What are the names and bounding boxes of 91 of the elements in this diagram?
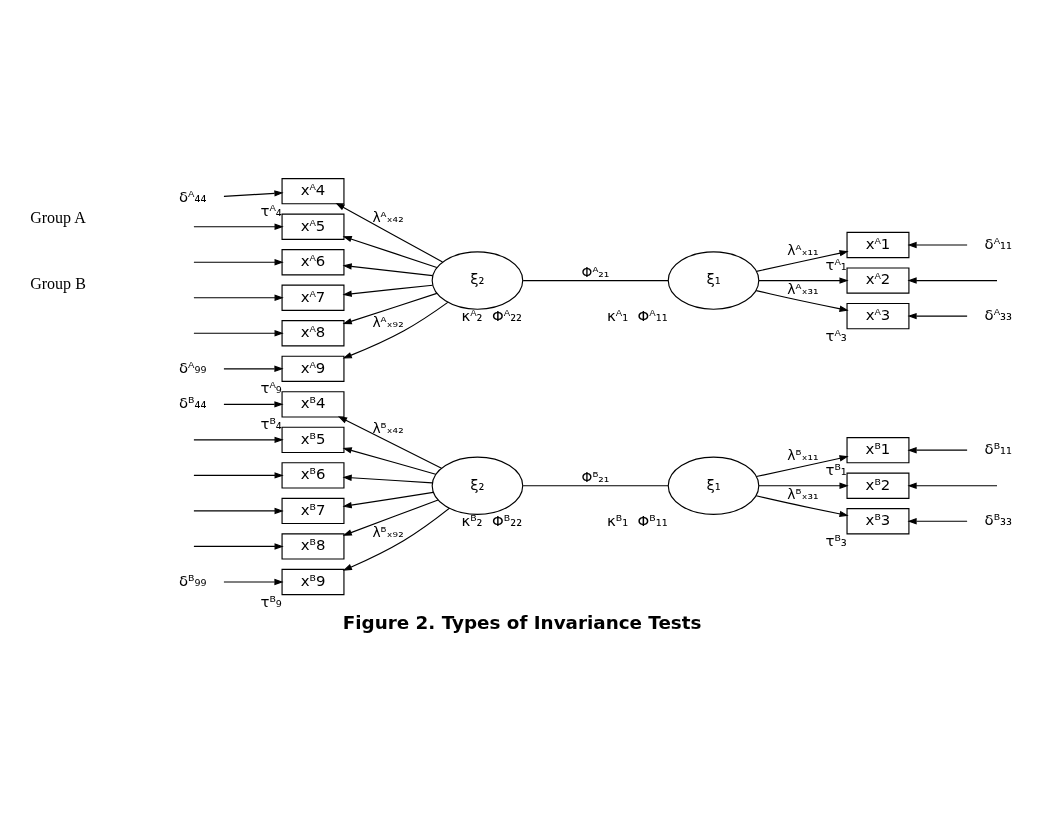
node-box: xᴮ1	[846, 436, 910, 463]
edge-label: λᴮₓ₉₂	[372, 523, 404, 540]
node-label: κᴬ₁ Φᴬ₁₁	[607, 306, 668, 325]
node-box: xᴬ4	[281, 177, 345, 204]
node-box: xᴬ8	[281, 319, 345, 346]
edge-label: λᴬₓ₁₁	[787, 241, 819, 258]
arrow	[755, 249, 849, 272]
node-box: xᴮ5	[281, 426, 345, 453]
arrow	[342, 498, 439, 536]
arrow	[342, 262, 434, 276]
arrow	[755, 289, 849, 312]
connector	[522, 484, 669, 486]
node-box: xᴮ9	[281, 568, 345, 595]
arrow	[193, 258, 284, 265]
node-label: τᴬ₄	[260, 201, 282, 220]
node-box: xᴬ7	[281, 284, 345, 311]
node-ellipse: ξ₁	[667, 456, 760, 515]
arrow	[193, 471, 284, 479]
arrow	[193, 223, 284, 230]
node-text: δᴮ₉₉	[178, 571, 207, 590]
edge-label: Φᴮ₂₁	[581, 468, 610, 485]
node-label: τᴮ₁	[825, 460, 847, 479]
node-box: xᴬ3	[846, 302, 910, 329]
arrow	[907, 446, 968, 453]
node-label: τᴬ₃	[825, 326, 847, 345]
node-text: δᴮ₄₄	[178, 393, 207, 412]
edge-label: λᴮₓ₁₁	[787, 446, 819, 463]
node-box: xᴬ6	[281, 248, 345, 275]
node-ellipse: ξ₂	[431, 250, 524, 310]
node-text: δᴬ₃₃	[984, 305, 1013, 324]
node-label: τᴮ₄	[260, 414, 282, 433]
node-box: xᴮ2	[846, 472, 910, 499]
arrow	[193, 294, 284, 301]
arrow	[223, 578, 284, 585]
arrow	[907, 517, 968, 524]
label: Group B	[30, 274, 86, 292]
caption: Figure 2. Types of Invariance Tests	[342, 611, 702, 633]
arrow	[758, 276, 849, 284]
arrow	[758, 482, 849, 489]
node-box: xᴮ3	[846, 507, 910, 534]
edge-label: λᴮₓ₃₁	[787, 485, 819, 502]
arrow	[755, 454, 849, 477]
arrow	[907, 482, 998, 489]
label: Group A	[30, 208, 86, 226]
node-ellipse: ξ₁	[667, 250, 760, 310]
edge-label: λᴬₓ₄₂	[372, 208, 404, 225]
node-text: δᴮ₃₃	[984, 510, 1013, 529]
node-box: xᴬ2	[846, 266, 910, 294]
edge-label: λᴬₓ₉₂	[372, 313, 404, 330]
arrow	[342, 491, 434, 508]
arrow	[907, 312, 968, 319]
node-box: xᴮ4	[281, 390, 345, 418]
arrow	[223, 189, 284, 197]
arrow	[342, 507, 450, 571]
node-ellipse: ξ₂	[431, 456, 524, 515]
arrow	[342, 292, 438, 324]
node-text: δᴬ₉₉	[178, 358, 207, 377]
node-box: xᴮ8	[281, 532, 345, 560]
node-label: τᴬ₁	[825, 255, 847, 274]
node-box: xᴬ9	[281, 355, 345, 382]
arrow	[342, 284, 434, 297]
node-label: κᴮ₁ Φᴮ₁₁	[606, 511, 668, 530]
node-box: xᴬ1	[846, 231, 910, 258]
node-label: τᴬ₉	[260, 378, 282, 397]
node-text: δᴬ₁₁	[984, 234, 1013, 253]
node-box: xᴬ5	[281, 213, 345, 240]
arrow	[907, 241, 968, 248]
node-label: τᴮ₉	[260, 591, 282, 610]
arrow	[193, 507, 284, 514]
edge-label: λᴬₓ₃₁	[787, 280, 819, 297]
arrow	[193, 436, 284, 443]
edge-label: λᴮₓ₄₂	[372, 419, 404, 436]
arrow	[335, 202, 444, 263]
arrow	[755, 494, 849, 517]
arrow	[907, 276, 998, 284]
arrow	[193, 542, 284, 550]
arrow	[223, 400, 284, 408]
arrow	[223, 365, 284, 372]
edge-label: Φᴬ₂₁	[581, 263, 610, 280]
arrow	[342, 301, 449, 358]
arrow	[193, 329, 284, 336]
node-box: xᴮ7	[281, 497, 345, 524]
node-box: xᴮ6	[281, 461, 345, 489]
node-text: δᴮ₁₁	[984, 439, 1013, 458]
arrow	[342, 446, 437, 475]
arrow	[337, 415, 443, 469]
node-label: τᴮ₃	[825, 531, 847, 550]
connector	[522, 279, 669, 281]
node-text: δᴬ₄₄	[178, 187, 207, 206]
arrow	[342, 235, 438, 268]
arrow	[342, 474, 433, 483]
